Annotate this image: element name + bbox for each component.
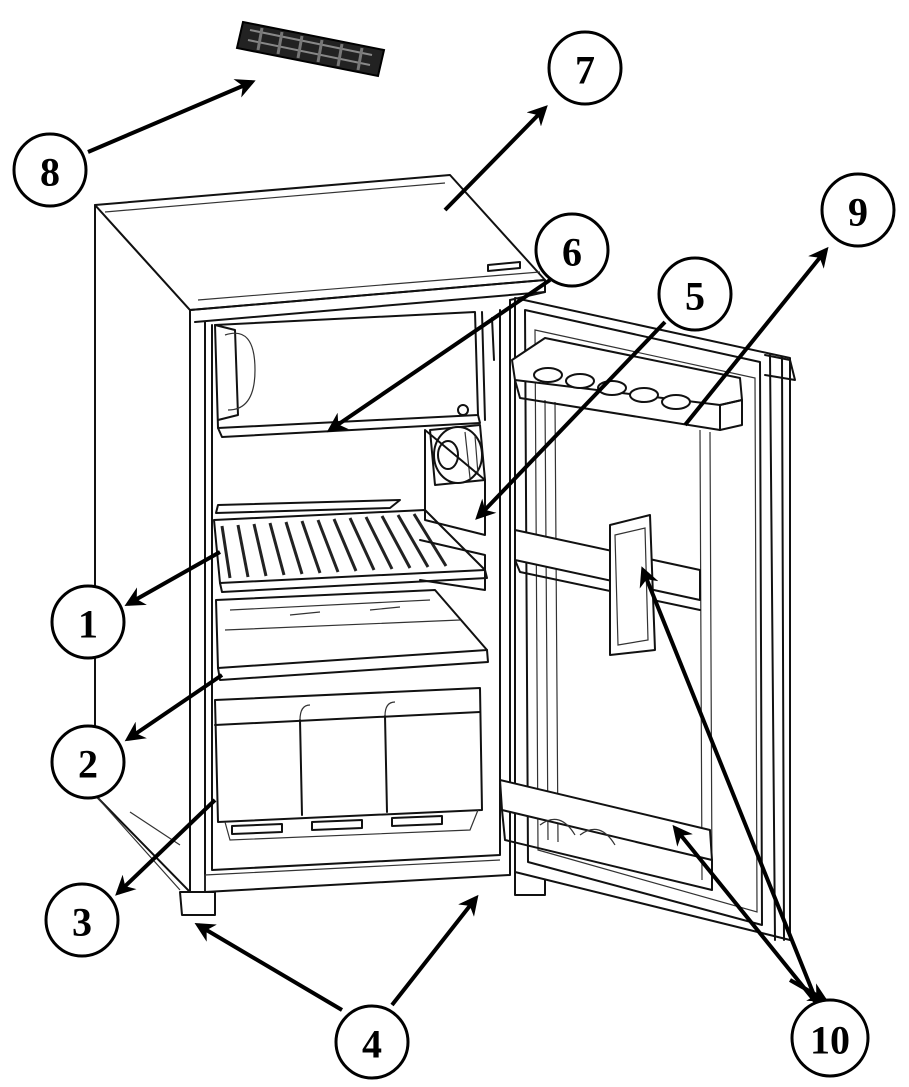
- callout-label-9: 9: [848, 190, 868, 235]
- arrow-3: [115, 798, 217, 896]
- arrow-10c: [789, 978, 829, 1002]
- callout-2: 2: [50, 724, 126, 800]
- arrow-5: [478, 320, 667, 517]
- crisper-drawer-drawing: [214, 687, 483, 841]
- shelf-wires: [220, 513, 448, 579]
- crisper-cover-drawing: [215, 589, 489, 681]
- arrow-2: [124, 673, 224, 742]
- callout-label-5: 5: [685, 274, 705, 319]
- callout-label-1: 1: [78, 602, 98, 647]
- callout-label-6: 6: [562, 230, 582, 275]
- egg-cups: [533, 367, 691, 410]
- arrow-1: [124, 550, 221, 606]
- ice-cube-tray-drawing: [235, 20, 386, 78]
- callout-label-8: 8: [40, 150, 60, 195]
- arrow-10b: [672, 824, 824, 1012]
- callout-10: 10: [790, 998, 870, 1078]
- callout-label-7: 7: [575, 48, 595, 93]
- callout-label-2: 2: [78, 742, 98, 787]
- arrow-5-head: [475, 498, 497, 520]
- callout-7: 7: [547, 30, 623, 106]
- callout-label-3: 3: [72, 900, 92, 945]
- refrigerator-body: [94, 174, 546, 916]
- callout-6: 6: [534, 212, 610, 288]
- callout-1: 1: [50, 584, 126, 660]
- arrow-8: [87, 79, 256, 154]
- door-upper-rack-drawing: [511, 337, 743, 431]
- callout-5: 5: [657, 256, 733, 332]
- callout-3: 3: [44, 882, 120, 958]
- callout-label-10: 10: [810, 1018, 850, 1063]
- wire-shelf: [213, 429, 488, 593]
- arrow-4-left: [194, 922, 344, 1012]
- leader-arrows: [87, 79, 829, 1012]
- freezer-compartment-drawing: [214, 311, 495, 438]
- callout-9: 9: [820, 172, 896, 248]
- arrow-7: [443, 105, 548, 212]
- callout-4: 4: [334, 1004, 410, 1080]
- callout-8: 8: [12, 132, 88, 208]
- arrow-6: [326, 278, 552, 433]
- callout-label-4: 4: [362, 1022, 382, 1067]
- arrow-4-right: [390, 894, 479, 1007]
- arrow-10a: [639, 566, 822, 1011]
- thermostat-knob: [429, 424, 486, 486]
- arrow-9: [683, 246, 829, 427]
